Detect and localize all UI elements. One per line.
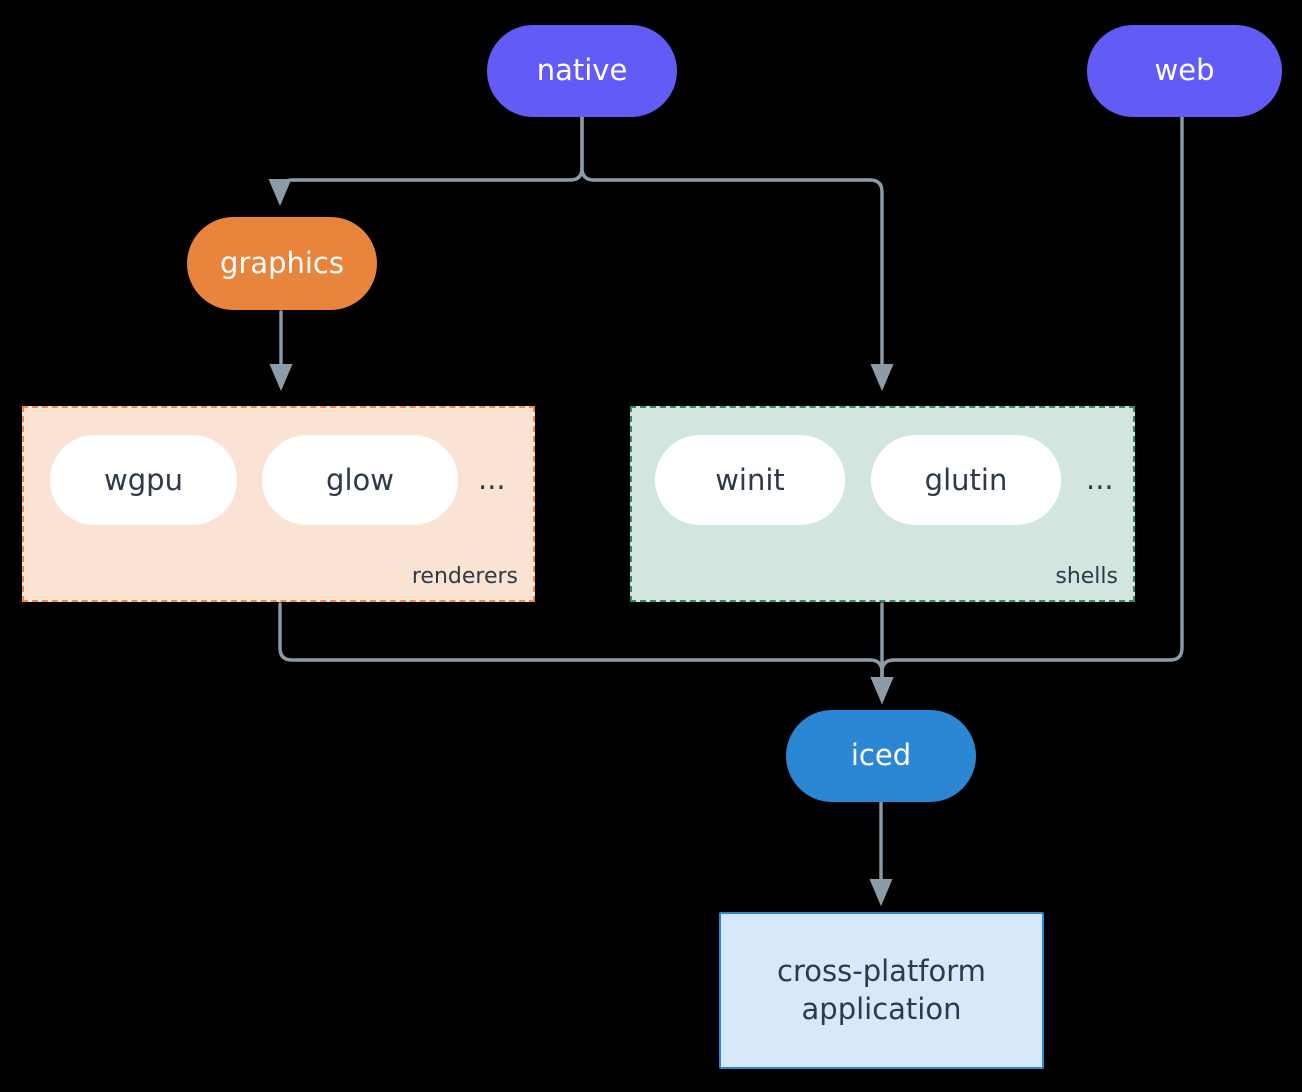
application-label-line-2: application <box>801 991 962 1026</box>
chip-glutin[interactable]: glutin <box>871 435 1061 525</box>
edge-native-to-shells <box>580 115 894 392</box>
group-shells-label: shells <box>1055 564 1118 589</box>
chip-glow[interactable]: glow <box>262 435 458 525</box>
renderers-more-ellipsis: ... <box>478 462 506 496</box>
node-native[interactable]: native <box>487 25 677 117</box>
group-renderers-label: renderers <box>411 564 518 589</box>
node-iced[interactable]: iced <box>786 710 976 802</box>
edge-native-to-graphics <box>268 115 584 207</box>
shells-more-ellipsis: ... <box>1086 462 1114 496</box>
chip-winit[interactable]: winit <box>655 435 845 525</box>
node-web[interactable]: web <box>1087 25 1282 117</box>
node-graphics[interactable]: graphics <box>187 217 377 310</box>
node-cross-platform-application[interactable]: cross-platform application <box>719 912 1044 1069</box>
chip-wgpu[interactable]: wgpu <box>50 435 237 525</box>
application-label-line-1: cross-platform <box>777 954 986 989</box>
edge-renderers-to-iced <box>278 602 894 705</box>
